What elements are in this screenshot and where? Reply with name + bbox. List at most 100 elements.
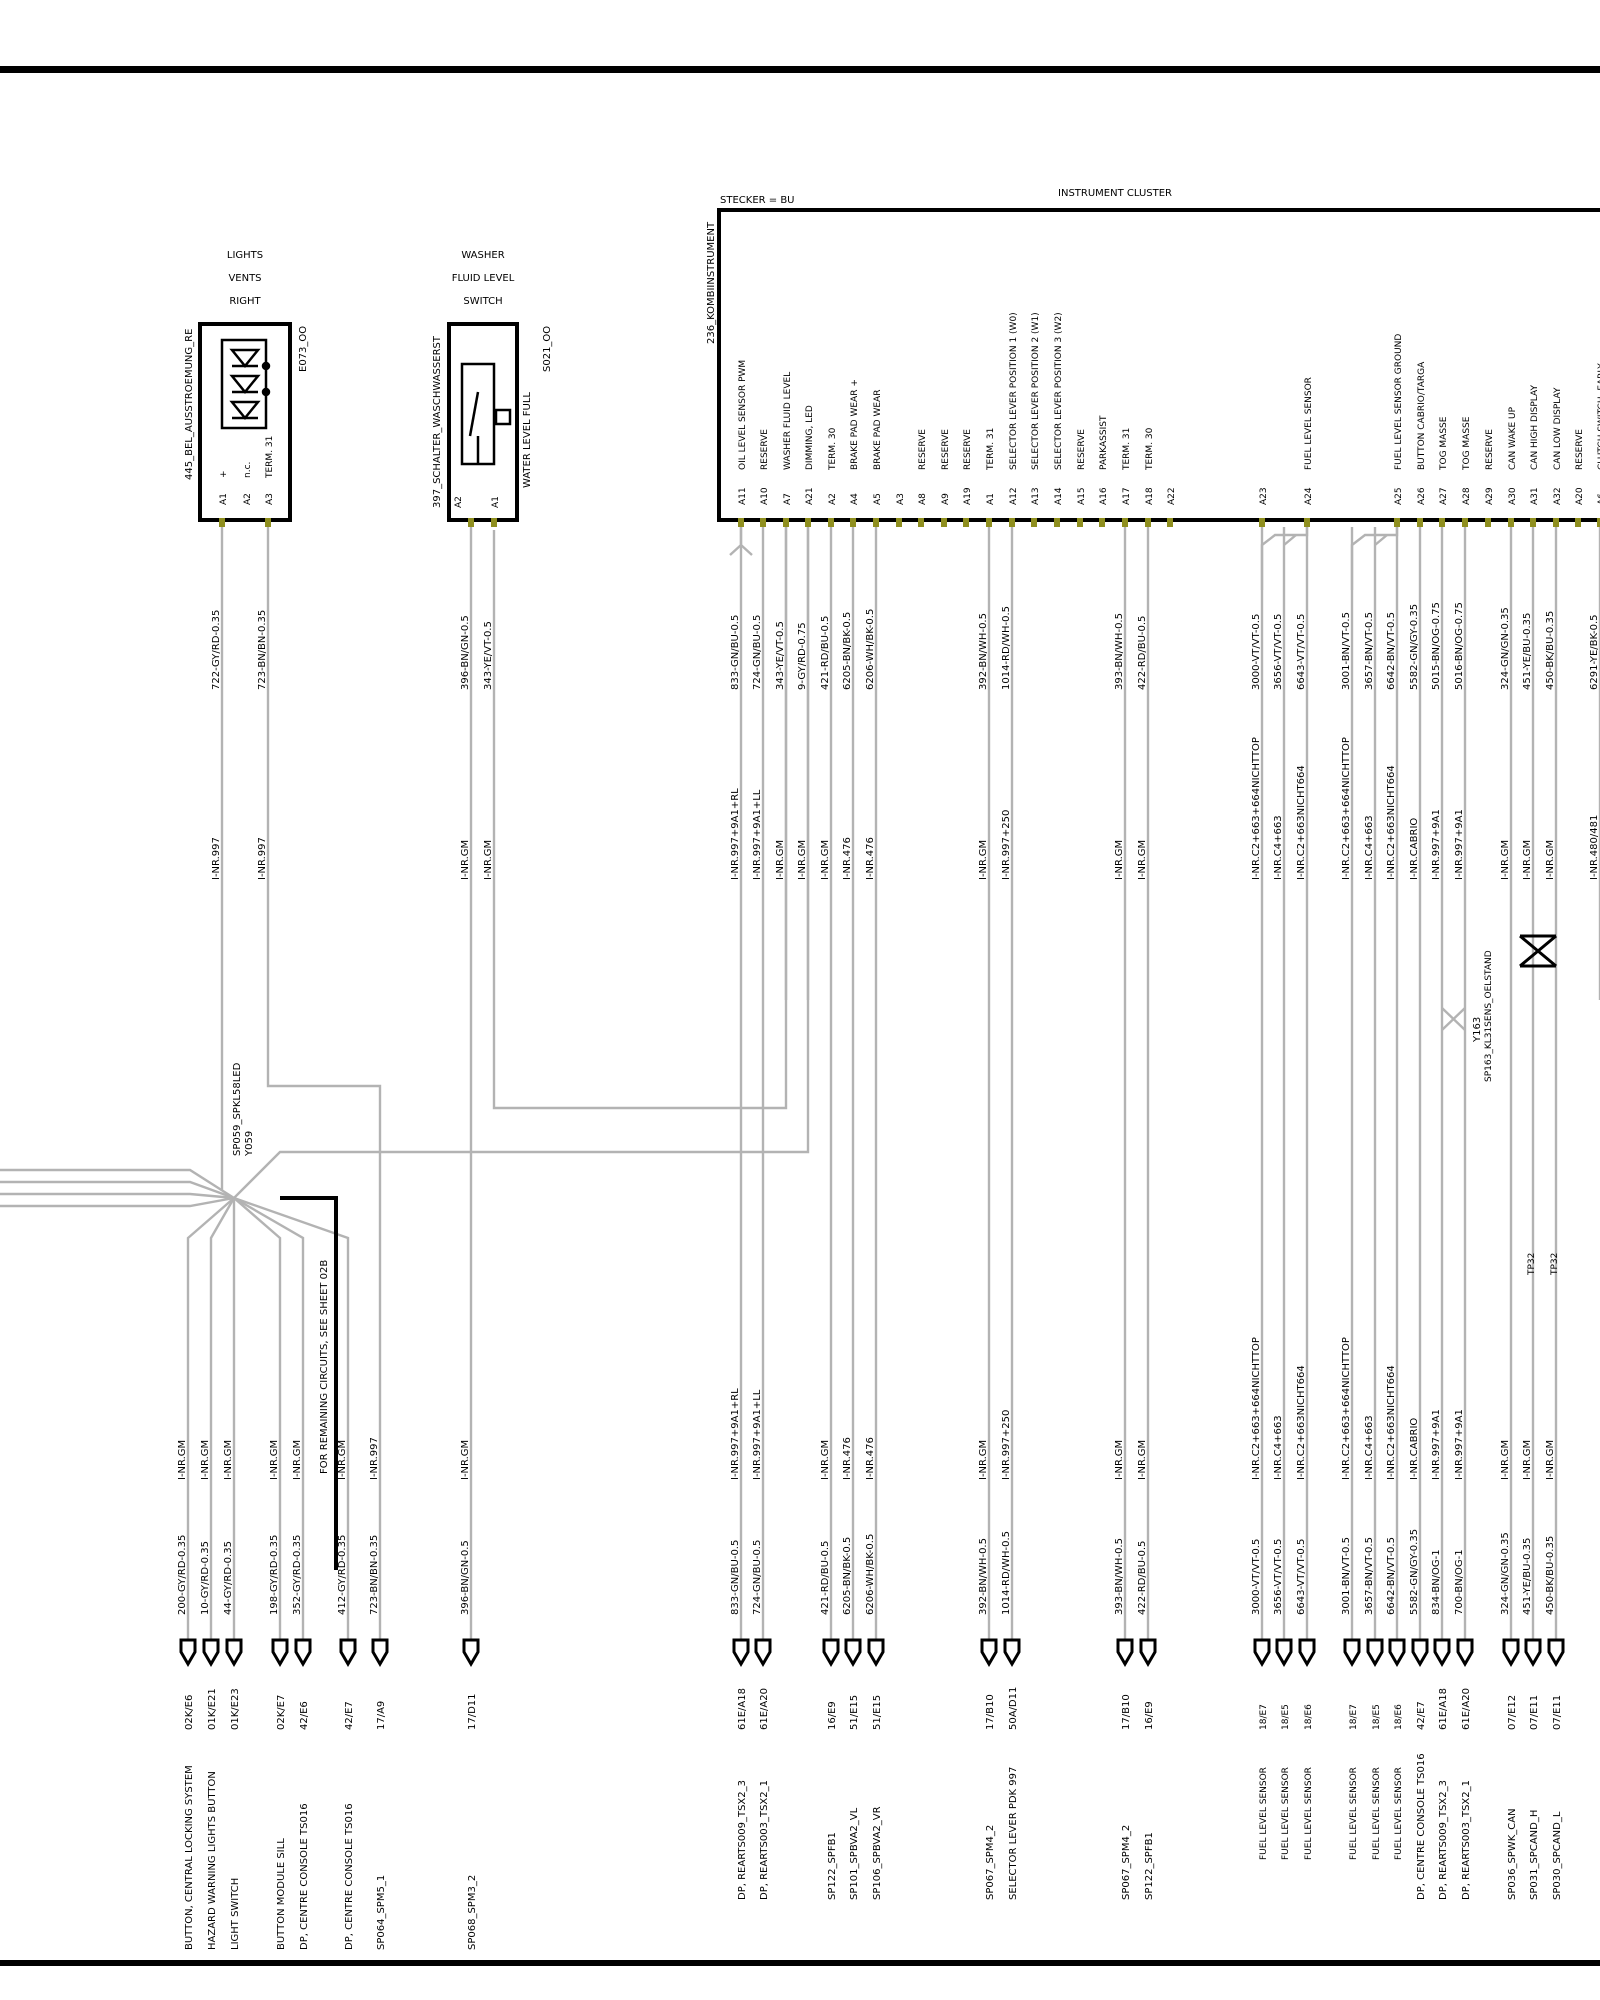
connector-label: 16/E9: [1144, 1701, 1155, 1730]
cluster-pin-number: A8: [918, 493, 928, 505]
connector-plug: [980, 1638, 998, 1667]
option-label-bottom: I-NR.476: [865, 1437, 876, 1480]
wire-label-top: 723-BN/BN-0.35: [257, 610, 268, 690]
cluster-pin-number: A11: [738, 487, 748, 505]
washer-pin-number: A1: [491, 496, 501, 508]
connector-label: 17/B10: [1121, 1694, 1132, 1730]
wire-label-bottom: 3657-BN/VT-0.5: [1364, 1537, 1375, 1615]
option-label-bottom: I-NR.997+250: [1001, 1410, 1012, 1480]
washer-title-1: WASHER: [461, 250, 504, 261]
option-label-top: I-NR.GM: [1137, 840, 1148, 880]
led-icon: [220, 338, 271, 430]
washer-pin-terminal: [491, 518, 497, 527]
cluster-pin-number: A3: [896, 493, 906, 505]
option-label-bottom: I-NR.C2+663+664NICHTTOP: [1341, 1337, 1352, 1480]
washer-pin-number: A2: [454, 496, 464, 508]
cluster-pin-terminal: [1167, 518, 1173, 527]
cluster-pin-terminal: [828, 518, 834, 527]
wire-label-top: 1014-RD/WH-0.5: [1001, 606, 1012, 690]
option-label-top: I-NR.476: [865, 837, 876, 880]
cluster-pin-terminal: [1439, 518, 1445, 527]
destination-label: SP122_SPFB1: [1144, 1832, 1155, 1900]
option-label-bottom: I-NR.997+9A1: [1431, 1409, 1442, 1480]
option-label-bottom: I-NR.GM: [200, 1440, 211, 1480]
option-label-top: I-NR.997+9A1: [1454, 809, 1465, 880]
option-label-bottom: I-NR.GM: [1500, 1440, 1511, 1480]
lights-pin-terminal: [265, 518, 271, 527]
cluster-pin-function: RESERVE: [1077, 429, 1087, 470]
option-label-bottom: I-NR.GM: [1114, 1440, 1125, 1480]
cluster-pin-terminal: [1031, 518, 1037, 527]
destination-label: SP031_SPCAND_H: [1529, 1810, 1540, 1900]
cluster-pin-function: TERM. 30: [1145, 427, 1155, 471]
wire-label-top: 6205-BN/BK-0.5: [842, 612, 853, 690]
destination-label: SP106_SPBVA2_VR: [872, 1806, 883, 1900]
destination-label: DP, CENTRE CONSOLE TS016: [299, 1803, 310, 1950]
connector-label: 17/A9: [376, 1701, 387, 1730]
option-label-top: I-NR.997+250: [1001, 810, 1012, 880]
connector-label: 61E/A20: [759, 1688, 770, 1730]
option-label-top: I-NR.GM: [978, 840, 989, 880]
lights-vents-ref: E073_OO: [298, 326, 309, 372]
cluster-pin-function: DIMMING, LED: [805, 405, 815, 470]
wire-label-top: 422-RD/BU-0.5: [1137, 616, 1148, 690]
connector-label: 51/E15: [872, 1695, 883, 1730]
cluster-pin-terminal: [1575, 518, 1581, 527]
option-label-bottom: I-NR.GM: [1522, 1440, 1533, 1480]
destination-label: FUEL LEVEL SENSOR: [1349, 1767, 1359, 1860]
option-label-top: I-NR.C2+663NICHT664: [1296, 765, 1307, 880]
lights-vents-box: [198, 322, 292, 522]
cluster-pin-function: RESERVE: [1575, 429, 1585, 470]
wire-label-bottom: 1014-RD/WH-0.5: [1001, 1531, 1012, 1615]
cluster-pin-number: A19: [963, 487, 973, 505]
destination-label: FUEL LEVEL SENSOR: [1259, 1767, 1269, 1860]
see-sheet-bracket: [280, 1196, 338, 1570]
option-label-bottom: I-NR.997+9A1+RL: [730, 1388, 741, 1480]
connector-label: 61E/A18: [1438, 1688, 1449, 1730]
option-label-top: I-NR.997: [257, 837, 268, 880]
cluster-pin-function: FUEL LEVEL SENSOR GROUND: [1394, 334, 1404, 470]
connector-plug: [1139, 1638, 1157, 1667]
option-label-bottom: I-NR.C2+663NICHT664: [1386, 1365, 1397, 1480]
connector-label: 16/E9: [827, 1701, 838, 1730]
cluster-pin-terminal: [873, 518, 879, 527]
harness-wire-left: [0, 1168, 235, 1200]
splice-branch: [209, 1197, 236, 1640]
cluster-pin-number: A32: [1553, 487, 1563, 505]
wire-label-top: 9-GY/RD-0.75: [797, 622, 808, 690]
washer-id: 397_SCHALTER_WASCHWASSERST: [432, 335, 443, 508]
lights-vents-title-3: RIGHT: [229, 296, 261, 307]
splice-id: SP059_SPKL58LED: [232, 1062, 243, 1156]
connector-plug: [294, 1638, 312, 1667]
option-label-bottom: I-NR.C2+663+664NICHTTOP: [1251, 1337, 1262, 1480]
wire-label-top: 392-BN/WH-0.5: [978, 613, 989, 690]
connector-label: 18/E5: [1281, 1704, 1291, 1730]
washer-signal-route: [492, 527, 788, 1110]
connector-label: 61E/A18: [737, 1688, 748, 1730]
destination-label: FUEL LEVEL SENSOR: [1304, 1767, 1314, 1860]
wire-label-top: 5582-GN/GY-0.35: [1409, 604, 1420, 690]
dimming-route: [233, 527, 810, 1199]
washer-title-3: SWITCH: [463, 296, 502, 307]
fuel-fan-a24: [1260, 527, 1309, 590]
tp-label-1: TP32: [1527, 1253, 1537, 1276]
connector-label: 42/E6: [299, 1701, 310, 1730]
lights-vents-title-2: VENTS: [228, 273, 261, 284]
connector-label: 18/E7: [1259, 1704, 1269, 1730]
destination-label: SP036_SPWK_CAN: [1507, 1808, 1518, 1900]
connector-label: 01K/E21: [207, 1688, 218, 1730]
connector-plug: [1298, 1638, 1316, 1667]
cluster-pin-function: OIL LEVEL SENSOR PWM: [738, 360, 748, 470]
cluster-pin-number: A7: [783, 493, 793, 505]
cluster-pin-terminal: [850, 518, 856, 527]
connector-plug: [1275, 1638, 1293, 1667]
cluster-pin-function: RESERVE: [760, 429, 770, 470]
option-label-bottom: I-NR.GM: [337, 1440, 348, 1480]
option-label-bottom: I-NR.997: [369, 1437, 380, 1480]
splice-block: SP059_SPKL58LED Y059 FOR REMAINING CIRCU…: [232, 1062, 338, 1570]
cluster-pin-function: BRAKE PAD WEAR +: [850, 379, 860, 470]
tp-label-2: TP32: [1550, 1253, 1560, 1276]
wire-label-bottom: 3656-VT/VT-0.5: [1273, 1539, 1284, 1615]
option-label-top: I-NR.C2+663+664NICHTTOP: [1251, 737, 1262, 880]
option-label-bottom: I-NR.GM: [1545, 1440, 1556, 1480]
